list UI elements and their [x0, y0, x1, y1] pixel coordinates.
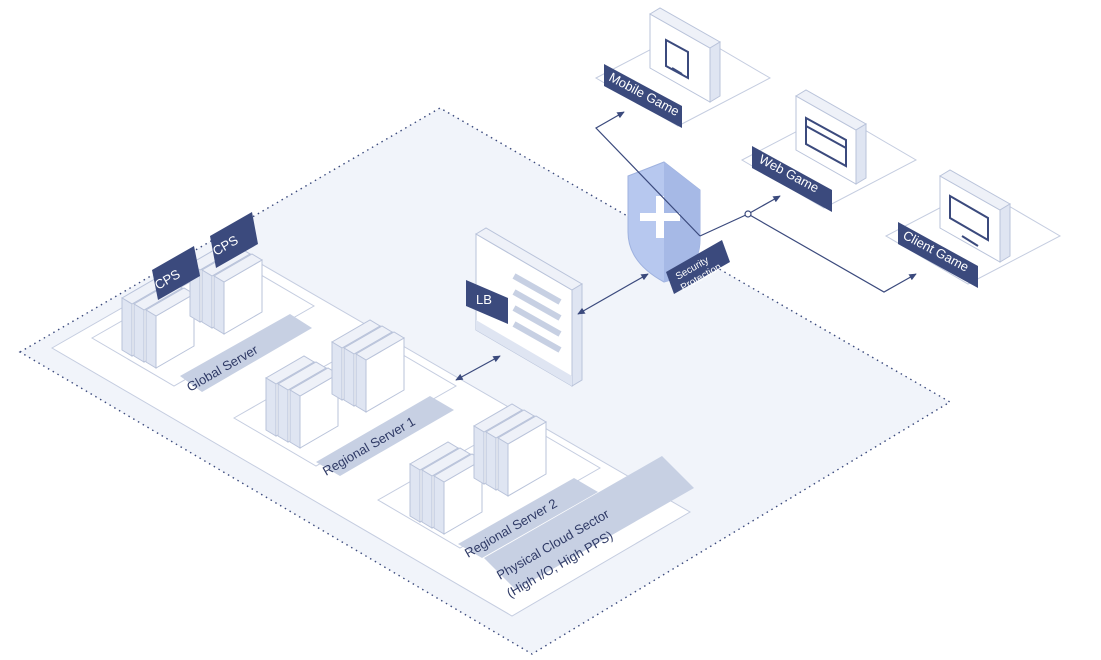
monitor-icon — [939, 169, 1011, 263]
load-balancer: LB — [466, 227, 583, 387]
connector-junction — [744, 210, 752, 218]
connector-lb-servers — [455, 355, 501, 381]
mobile-game-node: Mobile Game — [594, 7, 772, 128]
security-protection: Security Protection — [627, 161, 730, 294]
connector-client-game — [747, 213, 917, 293]
cps-tag: CPS — [152, 246, 200, 300]
regional-server-2-tile: Regional Server 2 — [377, 403, 601, 561]
browser-window-icon — [795, 89, 867, 185]
shield-plus-icon — [627, 161, 701, 283]
lb-tag: LB — [466, 280, 508, 324]
lb-label: LB — [476, 292, 492, 307]
client-game-node: Client Game — [884, 169, 1062, 288]
web-game-node: Web Game — [740, 89, 918, 212]
connector-web-game — [699, 195, 781, 237]
global-server-tile: Global Server CPS CPS — [91, 212, 315, 395]
mobile-phone-icon — [649, 7, 721, 103]
cps-tag: CPS — [210, 212, 258, 268]
connectors — [455, 111, 917, 381]
security-tag: Security Protection — [666, 240, 730, 294]
connector-lb-security — [577, 273, 649, 315]
load-balancer-icon — [475, 227, 583, 387]
connector-mobile-game — [595, 111, 701, 237]
